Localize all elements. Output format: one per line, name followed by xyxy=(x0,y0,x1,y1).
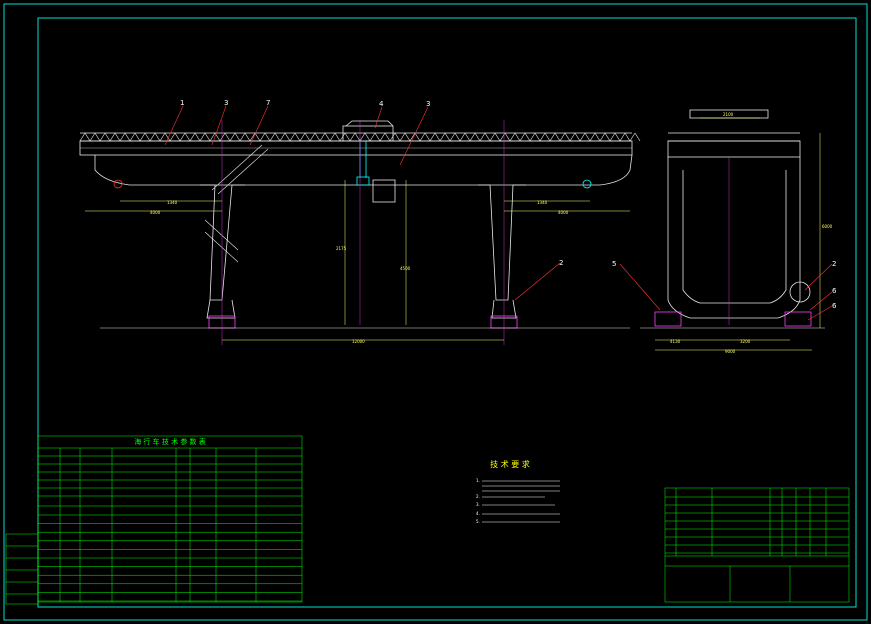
front-callouts xyxy=(164,105,561,301)
side-dimensions xyxy=(655,117,821,351)
tech-notes-title: 技 术 要 求 xyxy=(490,459,530,469)
svg-text:5.: 5. xyxy=(476,519,480,524)
front-callout-labels: 1 3 7 4 3 2 xyxy=(180,99,563,267)
svg-text:2175: 2175 xyxy=(336,246,347,251)
svg-text:9000: 9000 xyxy=(725,349,736,354)
svg-text:6000: 6000 xyxy=(822,224,833,229)
front-dimensions xyxy=(85,120,630,345)
svg-text:3: 3 xyxy=(224,99,228,107)
params-table xyxy=(37,435,303,603)
front-dimension-labels: 4000 1340 1340 4000 2175 4500 12000 xyxy=(150,200,569,344)
side-callout-labels: 5 2 6 6 xyxy=(612,260,837,310)
svg-text:1340: 1340 xyxy=(537,200,548,205)
svg-text:4000: 4000 xyxy=(558,210,569,215)
svg-text:5: 5 xyxy=(612,260,616,268)
outer-frame xyxy=(3,3,868,621)
svg-text:4130: 4130 xyxy=(670,339,681,344)
tech-notes: 1. 2. 3. 4. 5. xyxy=(476,478,480,524)
svg-text:6: 6 xyxy=(832,287,837,295)
svg-text:2.: 2. xyxy=(476,494,480,499)
svg-text:1.: 1. xyxy=(476,478,480,483)
svg-text:7: 7 xyxy=(266,99,270,107)
svg-text:3: 3 xyxy=(426,100,430,108)
front-view xyxy=(79,120,641,329)
svg-text:4.: 4. xyxy=(476,511,480,516)
svg-text:12000: 12000 xyxy=(352,339,365,344)
svg-text:1: 1 xyxy=(180,99,184,107)
params-table-title: 海 行 车 技 术 参 数 表 xyxy=(134,437,206,446)
svg-text:2100: 2100 xyxy=(723,112,734,117)
svg-text:1340: 1340 xyxy=(167,200,178,205)
svg-text:4000: 4000 xyxy=(150,210,161,215)
svg-text:6: 6 xyxy=(832,302,837,310)
side-dimension-labels: 2100 6000 4130 3200 9000 xyxy=(670,112,833,354)
side-callouts xyxy=(619,263,833,321)
revision-strip xyxy=(5,533,39,605)
tech-notes-lines xyxy=(482,480,560,523)
title-block xyxy=(664,487,850,603)
side-view xyxy=(640,109,825,329)
svg-text:3200: 3200 xyxy=(740,339,751,344)
svg-text:4500: 4500 xyxy=(400,266,411,271)
svg-text:2: 2 xyxy=(559,259,563,267)
inner-frame xyxy=(37,17,857,608)
svg-text:4: 4 xyxy=(379,100,384,108)
svg-text:2: 2 xyxy=(832,260,836,268)
svg-text:3.: 3. xyxy=(476,502,480,507)
